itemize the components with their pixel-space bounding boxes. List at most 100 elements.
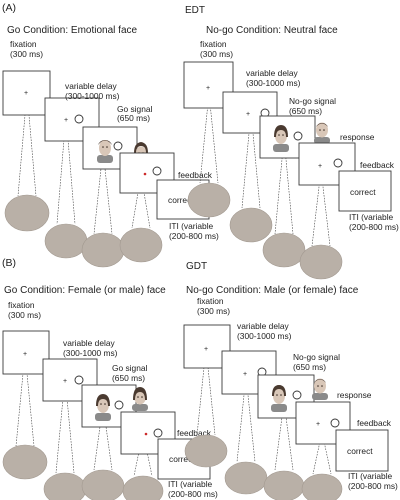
head-icon xyxy=(81,232,125,268)
panel-b-letter: (B) xyxy=(2,257,16,269)
head-icon xyxy=(81,469,125,500)
fixation-cross-icon: + xyxy=(24,90,28,97)
dot-screen xyxy=(119,152,175,194)
fixation-cross-icon: + xyxy=(318,163,322,170)
fixation-cross-icon: + xyxy=(64,117,68,124)
face-stimulus-icon xyxy=(273,125,289,152)
head-icon xyxy=(4,194,50,232)
fixation-screen xyxy=(2,330,50,375)
step-label: feedback xyxy=(360,160,395,170)
condition-title: No-go Condition: Male (or female) face xyxy=(186,285,359,296)
head-icon xyxy=(119,227,163,263)
step-label: feedback xyxy=(357,418,392,428)
step-label: No-go signal xyxy=(289,96,336,106)
response-circle-icon xyxy=(114,400,124,410)
condition-title: Go Condition: Emotional face xyxy=(7,25,138,36)
fixation-cross-icon: + xyxy=(316,421,320,428)
response-circle-icon xyxy=(153,428,163,438)
head-icon xyxy=(122,475,164,500)
feedback-text: correct xyxy=(347,446,373,456)
response-circle-icon xyxy=(74,114,84,124)
gdt-nogo-sequence: + + + correct fixation (300 ms) variable… xyxy=(183,296,398,500)
fixation-cross-icon: + xyxy=(246,111,250,118)
step-duration: (300 ms) xyxy=(200,49,233,59)
face-example-icon xyxy=(314,122,330,144)
step-label: ITI (variable xyxy=(168,479,213,489)
step-duration: (300-1000 ms) xyxy=(63,348,118,358)
fixation-cross-icon: + xyxy=(23,351,27,358)
step-label: variable delay xyxy=(63,338,115,348)
feedback-dot-icon xyxy=(144,432,148,436)
sight-lines xyxy=(93,404,113,471)
sight-lines xyxy=(274,137,294,235)
step-duration: (200-800 ms) xyxy=(349,222,399,232)
step-label: Go signal xyxy=(117,104,153,114)
sight-lines xyxy=(241,111,261,209)
face-example-icon xyxy=(312,378,328,400)
step-label: ITI (variable xyxy=(169,221,214,231)
step-duration: (300 ms) xyxy=(8,310,41,320)
head-icon xyxy=(224,461,268,495)
response-circle-icon xyxy=(330,418,340,428)
step-label: ITI (variable xyxy=(348,471,393,481)
head-icon xyxy=(301,473,343,500)
step-duration: (650 ms) xyxy=(117,113,150,123)
step-duration: (300-1000 ms) xyxy=(246,78,301,88)
step-duration: (300 ms) xyxy=(197,306,230,316)
condition-title: No-go Condition: Neutral face xyxy=(206,25,338,36)
feedback-dot-icon xyxy=(143,172,147,176)
head-icon xyxy=(187,182,231,218)
step-label: ITI (variable xyxy=(349,212,394,222)
step-label: variable delay xyxy=(65,81,117,91)
step-label: fixation xyxy=(10,39,37,49)
response-circle-icon xyxy=(113,141,123,151)
edt-nogo-sequence: + + + correct fixation (300 ms) variable… xyxy=(183,39,399,280)
step-label: response xyxy=(337,390,372,400)
face-stimulus-icon xyxy=(97,140,113,163)
step-label: feedback xyxy=(178,170,213,180)
fixation-screen xyxy=(2,70,51,116)
head-icon xyxy=(44,223,88,259)
step-label: variable delay xyxy=(237,321,289,331)
step-duration: (200-800 ms) xyxy=(348,481,398,491)
head-icon xyxy=(2,444,48,480)
response-circle-icon xyxy=(292,390,302,400)
step-duration: (200-800 ms) xyxy=(169,231,219,241)
step-label: No-go signal xyxy=(293,352,340,362)
step-duration: (650 ms) xyxy=(293,362,326,372)
condition-title: Go Condition: Female (or male) face xyxy=(4,285,166,296)
step-label: fixation xyxy=(8,300,35,310)
head-icon xyxy=(184,434,228,468)
step-duration: (300-1000 ms) xyxy=(65,91,120,101)
step-label: feedback xyxy=(177,428,212,438)
face-stimulus-icon xyxy=(271,385,287,412)
feedback-text: correct xyxy=(168,195,194,205)
step-duration: (300 ms) xyxy=(10,49,43,59)
step-duration: (300-1000 ms) xyxy=(237,331,292,341)
feedback-text: correct xyxy=(350,187,376,197)
head-icon xyxy=(299,244,343,280)
step-label: variable delay xyxy=(246,68,298,78)
fixation-cross-icon: + xyxy=(243,371,247,378)
step-label: fixation xyxy=(197,296,224,306)
step-duration: (650 ms) xyxy=(112,373,145,383)
step-label: response xyxy=(340,132,375,142)
sight-lines xyxy=(55,376,75,474)
panel-a-task: EDT xyxy=(185,5,205,16)
head-icon xyxy=(229,207,273,243)
head-icon xyxy=(43,472,87,500)
step-label: fixation xyxy=(200,39,227,49)
step-duration: (650 ms) xyxy=(289,106,322,116)
head-icon xyxy=(263,470,305,500)
head-icon xyxy=(262,232,306,268)
gdt-go-sequence: + + correct fixation (300 ms) variable d… xyxy=(2,300,218,500)
feedback-text: correct xyxy=(169,454,195,464)
response-circle-icon xyxy=(74,375,84,385)
fixation-cross-icon: + xyxy=(206,85,210,92)
feedback-screen xyxy=(335,429,389,472)
face-example-icon xyxy=(132,387,148,411)
fixation-cross-icon: + xyxy=(204,346,208,353)
panel-b-task: GDT xyxy=(186,261,207,272)
